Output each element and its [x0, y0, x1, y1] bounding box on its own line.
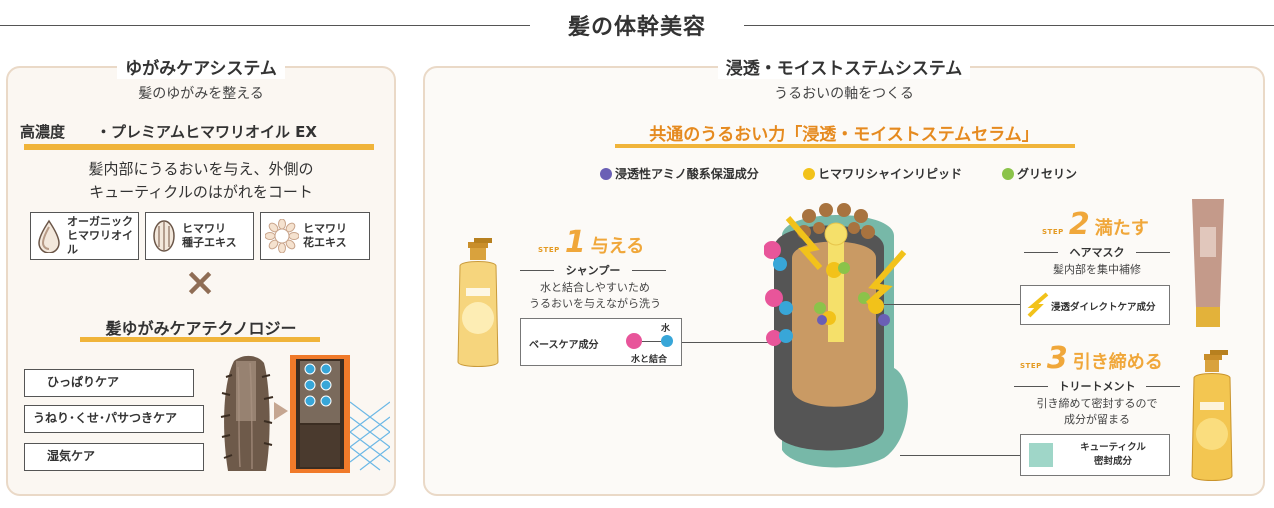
left-desc-line2: キューティクルのはがれをコート: [89, 183, 313, 201]
damaged-hair-illustration: [220, 355, 274, 471]
water-molecule-icon: [661, 335, 673, 347]
times-icon: ×: [184, 260, 216, 304]
step1-connector: [682, 342, 777, 343]
step1-product: シャンプー: [520, 262, 666, 278]
cuticle-swatch-icon: [1029, 443, 1053, 467]
oil-drop-icon: [38, 219, 60, 253]
legend-amino: 浸透性アミノ酸系保湿成分: [600, 165, 759, 182]
ingredient-organic-oil: オーガニックヒマワリオイル: [30, 212, 139, 260]
left-desc-line1: 髪内部にうるおいを与え、外側の: [88, 160, 314, 178]
ingredient-flower-extract: ヒマワリ花エキス: [260, 212, 370, 260]
left-panel-title: ゆがみケアシステム: [8, 54, 394, 79]
hair-cross-section-illustration: [764, 203, 908, 468]
step3-product: トリートメント: [1014, 378, 1180, 394]
hair-mask-tube-image: [1192, 199, 1224, 327]
direct-care-box: 浸透ダイレクトケア成分: [1020, 285, 1170, 325]
step1-desc: 水と結合しやすいため うるおいを与えながら洗う: [529, 281, 661, 310]
yellow-dot-icon: [803, 168, 815, 180]
care-item-humidity: 湿気ケア: [24, 443, 204, 471]
penetration-arrow-icon: [1027, 292, 1049, 318]
concentration-label: 高濃度: [20, 123, 66, 141]
cared-hair-illustration: [290, 355, 350, 473]
legend-sunflower-lipid: ヒマワリシャインリピッド: [803, 165, 962, 182]
oil-label: ・プレミアムヒマワリオイル EX: [96, 123, 317, 141]
tech-title: 髪ゆがみケアテクノロジー: [105, 319, 297, 338]
serum-title: 共通のうるおい力「浸透・モイストステムセラム」: [649, 125, 1039, 145]
left-panel-subtitle: 髪のゆがみを整える: [138, 86, 264, 102]
title-rule-left: [0, 25, 530, 26]
step3-desc: 引き締めて密封するので 成分が留まる: [1036, 397, 1158, 426]
shampoo-bottle-image: [457, 238, 499, 367]
step2-header: STEP 2 満たす: [1042, 207, 1149, 242]
ingredient-seed-extract: ヒマワリ種子エキス: [145, 212, 254, 260]
arrow-right-icon: [274, 402, 288, 420]
step2-connector: [884, 304, 1020, 305]
care-item-wave: うねり･くせ･パサつきケア: [24, 405, 204, 433]
bond-line: [642, 341, 661, 342]
oil-underline: [24, 144, 374, 150]
serum-underline: [615, 144, 1075, 148]
step3-header: STEP 3 引き締める: [1020, 341, 1163, 376]
treatment-bottle-image: [1191, 350, 1233, 481]
legend-glycerin: グリセリン: [1002, 165, 1077, 182]
moisture-mesh-icon: [350, 401, 390, 471]
step2-product: ヘアマスク: [1024, 244, 1170, 260]
sunflower-seed-icon: [153, 220, 175, 252]
title-rule-right: [744, 25, 1274, 26]
cuticle-seal-box: キューティクル 密封成分: [1020, 434, 1170, 476]
sunflower-icon: [265, 219, 299, 253]
right-panel-subtitle: うるおいの軸をつくる: [774, 86, 914, 102]
base-care-box: ベースケア成分 水 水と結合: [520, 318, 682, 366]
page-title: 髪の体幹美容: [0, 9, 1274, 41]
step2-desc: 髪内部を集中補修: [1053, 263, 1141, 276]
step1-header: STEP 1 与える: [538, 225, 645, 260]
step3-connector: [900, 455, 1020, 456]
care-item-pull: ひっぱりケア: [24, 369, 194, 397]
right-panel-title: 浸透・モイストステムシステム: [425, 54, 1263, 79]
green-dot-icon: [1002, 168, 1014, 180]
pink-molecule-icon: [626, 333, 642, 349]
tech-underline: [80, 337, 320, 342]
purple-dot-icon: [600, 168, 612, 180]
